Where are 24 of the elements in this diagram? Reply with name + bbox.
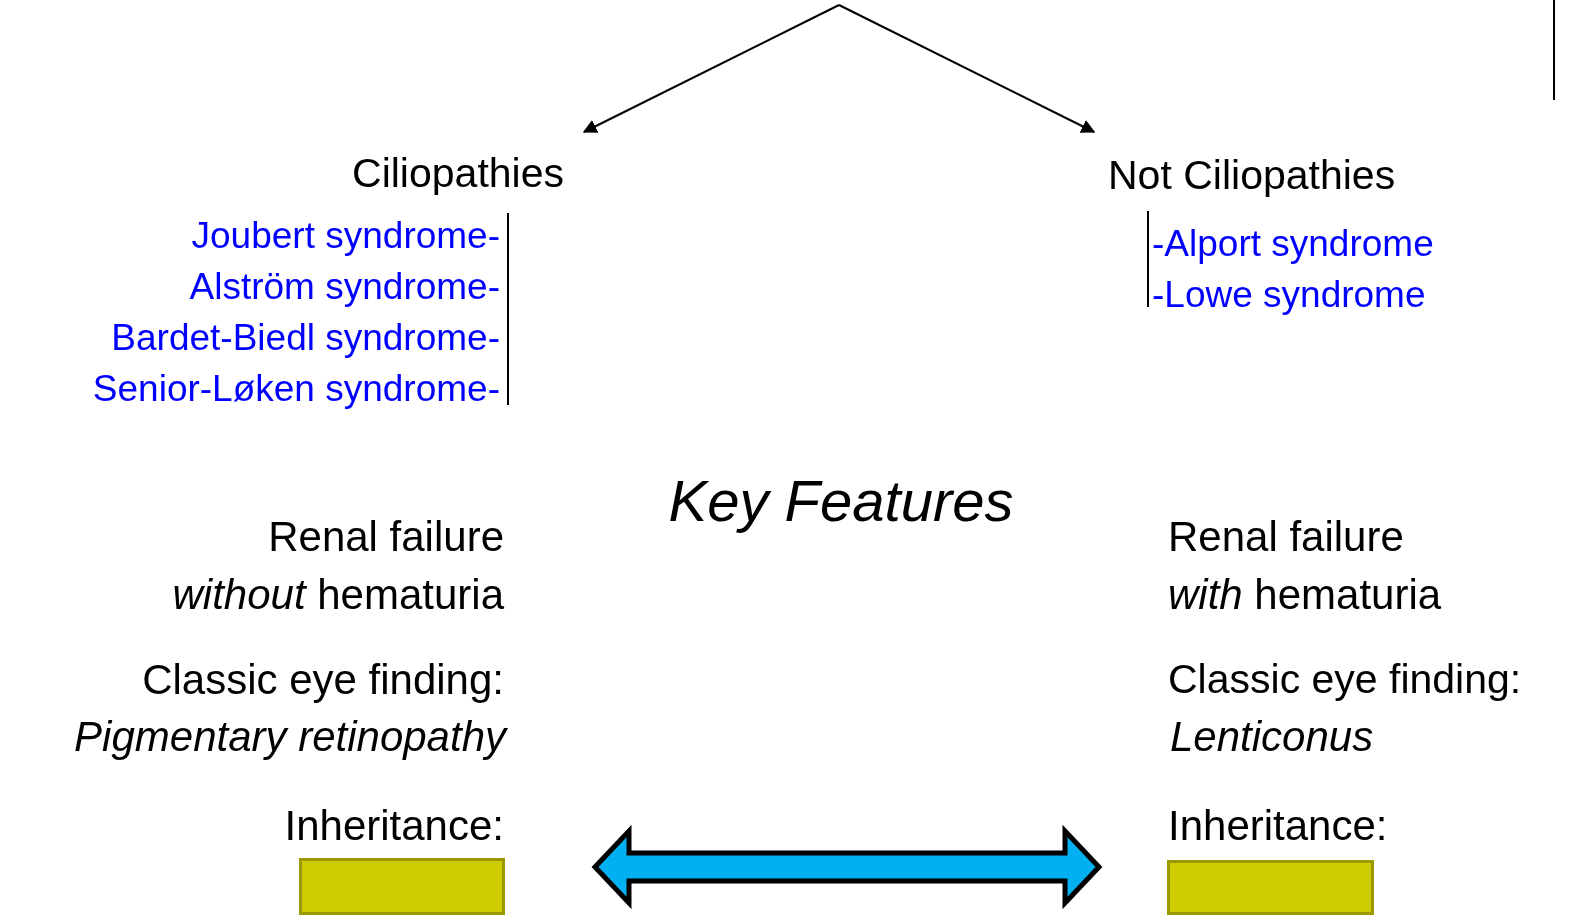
feature-text: Renal failure [1168, 513, 1404, 562]
arrow [582, 4, 840, 133]
disease-name: -Lowe syndrome [1152, 274, 1426, 317]
feature-text: Inheritance: [1168, 802, 1388, 851]
feature-text: Lenticonus [1170, 713, 1374, 762]
disease-name: Bardet-Biedl syndrome- [111, 317, 500, 360]
feature-text: with hematuria [1168, 571, 1442, 620]
feature-text: without hematuria [172, 571, 504, 620]
disease-name: Joubert syndrome- [191, 215, 500, 258]
section-heading: Key Features [668, 468, 1014, 535]
feature-text: Pigmentary retinopathy [74, 713, 506, 762]
feature-text: Classic eye finding: [1168, 656, 1522, 704]
disease-name: Alström syndrome- [189, 266, 500, 309]
placeholder-box [299, 858, 505, 915]
double-block-arrow [591, 824, 1103, 910]
category-heading: Not Ciliopathies [1108, 150, 1448, 200]
arrow [838, 4, 1096, 133]
disease-name: Senior-Løken syndrome- [92, 368, 500, 411]
disease-name: -Alport syndrome [1152, 223, 1434, 266]
feature-text: Classic eye finding: [142, 656, 504, 705]
feature-text: Renal failure [268, 513, 504, 562]
feature-text: Inheritance: [284, 802, 504, 851]
placeholder-box [1167, 860, 1374, 915]
category-heading: Ciliopathies [330, 148, 564, 198]
